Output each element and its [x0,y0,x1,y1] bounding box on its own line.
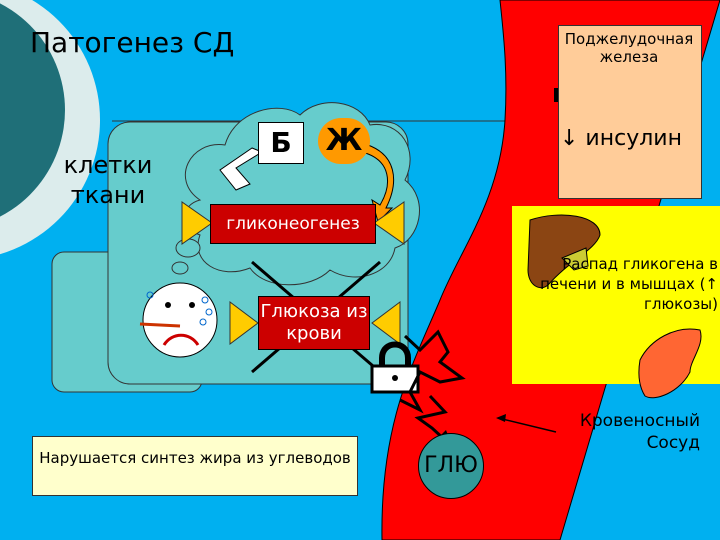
glucose-circle: ГЛЮ [418,433,484,499]
pancreas-panel [558,25,702,199]
blood-vessel-label: Кровеносный Сосуд [579,411,700,453]
fat-synthesis-note: Нарушается синтез жира из углеводов [32,436,358,496]
decor-circle-dark [0,3,65,217]
vessel-pointer [497,417,557,433]
lock-icon [370,341,420,394]
zigzag-arrow-upper [399,329,466,414]
fat-arrow [361,144,394,223]
glucose-arrow-right [371,301,401,345]
glucose-from-blood-box: Глюкоза из крови [258,296,370,350]
glucose-arrow-left [229,301,259,345]
gng-arrow-right [373,201,405,245]
gallbladder-icon [561,247,589,271]
sad-face-icon [139,282,218,358]
glycogen-breakdown-label: Распад гликогена в печени и в мышцах (↑ … [540,255,718,313]
tissue-cells-label: клетки ткани [63,151,153,209]
protein-box: Б [258,122,304,164]
gng-arrow-left [181,201,213,245]
insulin-label: ↓ инсулин [560,126,682,151]
gluconeogenesis-box: гликонеогенез [210,204,376,244]
fat-box: Ж [318,118,370,164]
zigzag-arrow-lower [414,394,448,442]
vessel-pointer-head [496,414,506,422]
thought-bubble-2 [171,261,189,275]
muscle-icon [638,328,702,399]
pancreas-label: Поджелудочная железа [564,30,694,66]
page-title: Патогенез СД [30,26,235,59]
